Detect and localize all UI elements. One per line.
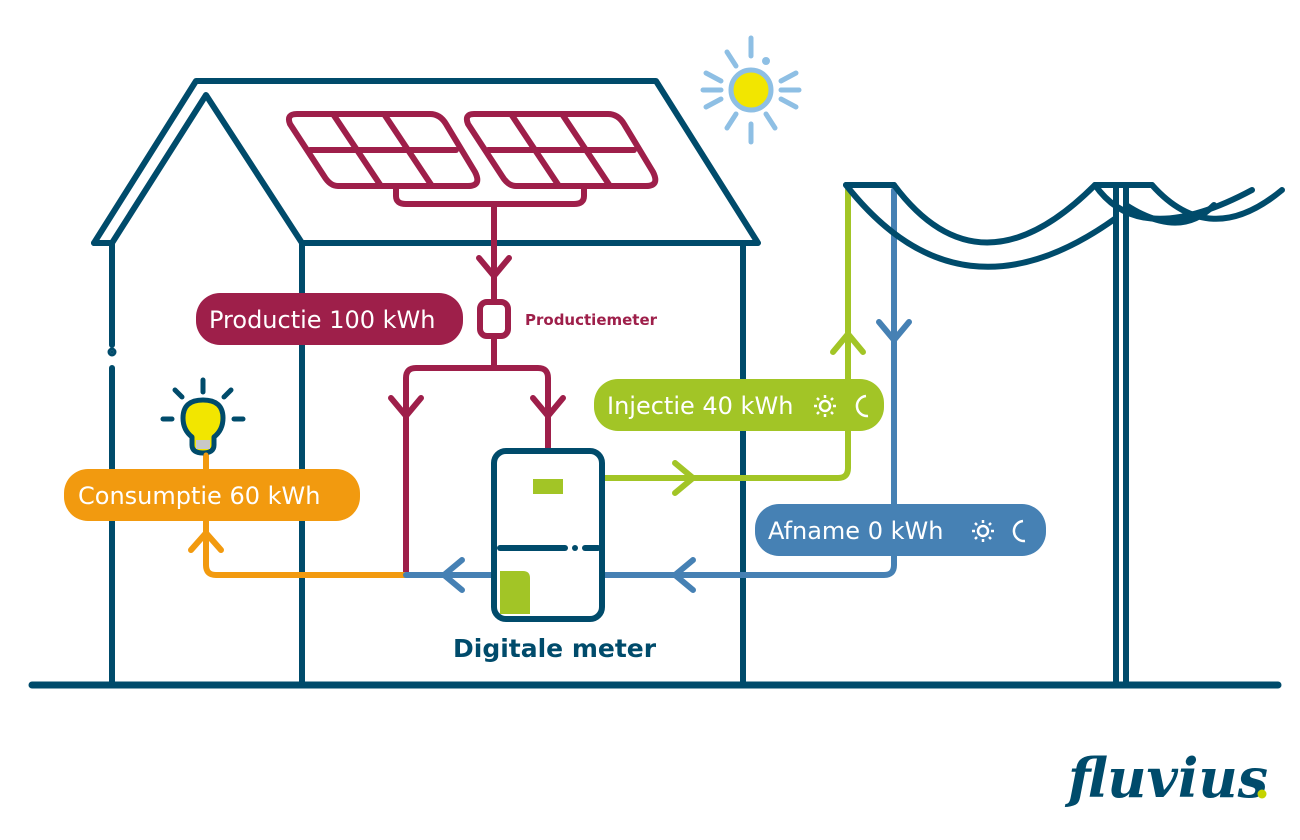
consumption-label-text: Consumptie 60 kWh [78, 482, 320, 510]
offtake-label: Afname 0 kWh [755, 504, 1046, 556]
offtake-flow [403, 187, 912, 593]
logo-text: fluvius [1064, 746, 1268, 810]
sun-icon [814, 395, 836, 417]
injection-label-text: Injectie 40 kWh [607, 392, 793, 420]
house [91, 78, 761, 688]
solar-panels [285, 111, 659, 207]
moon-icon [1012, 519, 1026, 543]
injection-label: Injectie 40 kWh [594, 379, 884, 431]
lightbulb-icon [160, 377, 246, 473]
fluvius-logo: fluvius [1064, 746, 1268, 810]
production-label: Productie 100 kWh [196, 293, 463, 345]
production-label-text: Productie 100 kWh [209, 306, 435, 334]
offtake-label-text: Afname 0 kWh [768, 517, 943, 545]
production-meter-label: Productiemeter [525, 311, 658, 329]
consumption-flow [188, 447, 409, 578]
digital-meter-icon [491, 448, 605, 622]
sun-icon [700, 35, 802, 145]
production-meter-icon [477, 299, 511, 339]
sun-icon [972, 520, 994, 542]
injection-flow [599, 187, 866, 496]
moon-icon [855, 394, 869, 418]
power-lines [843, 182, 1285, 688]
consumption-label: Consumptie 60 kWh [64, 469, 360, 521]
production-flow [388, 201, 566, 578]
logo-dot [1257, 789, 1267, 799]
digital-meter-label: Digitale meter [453, 634, 657, 663]
